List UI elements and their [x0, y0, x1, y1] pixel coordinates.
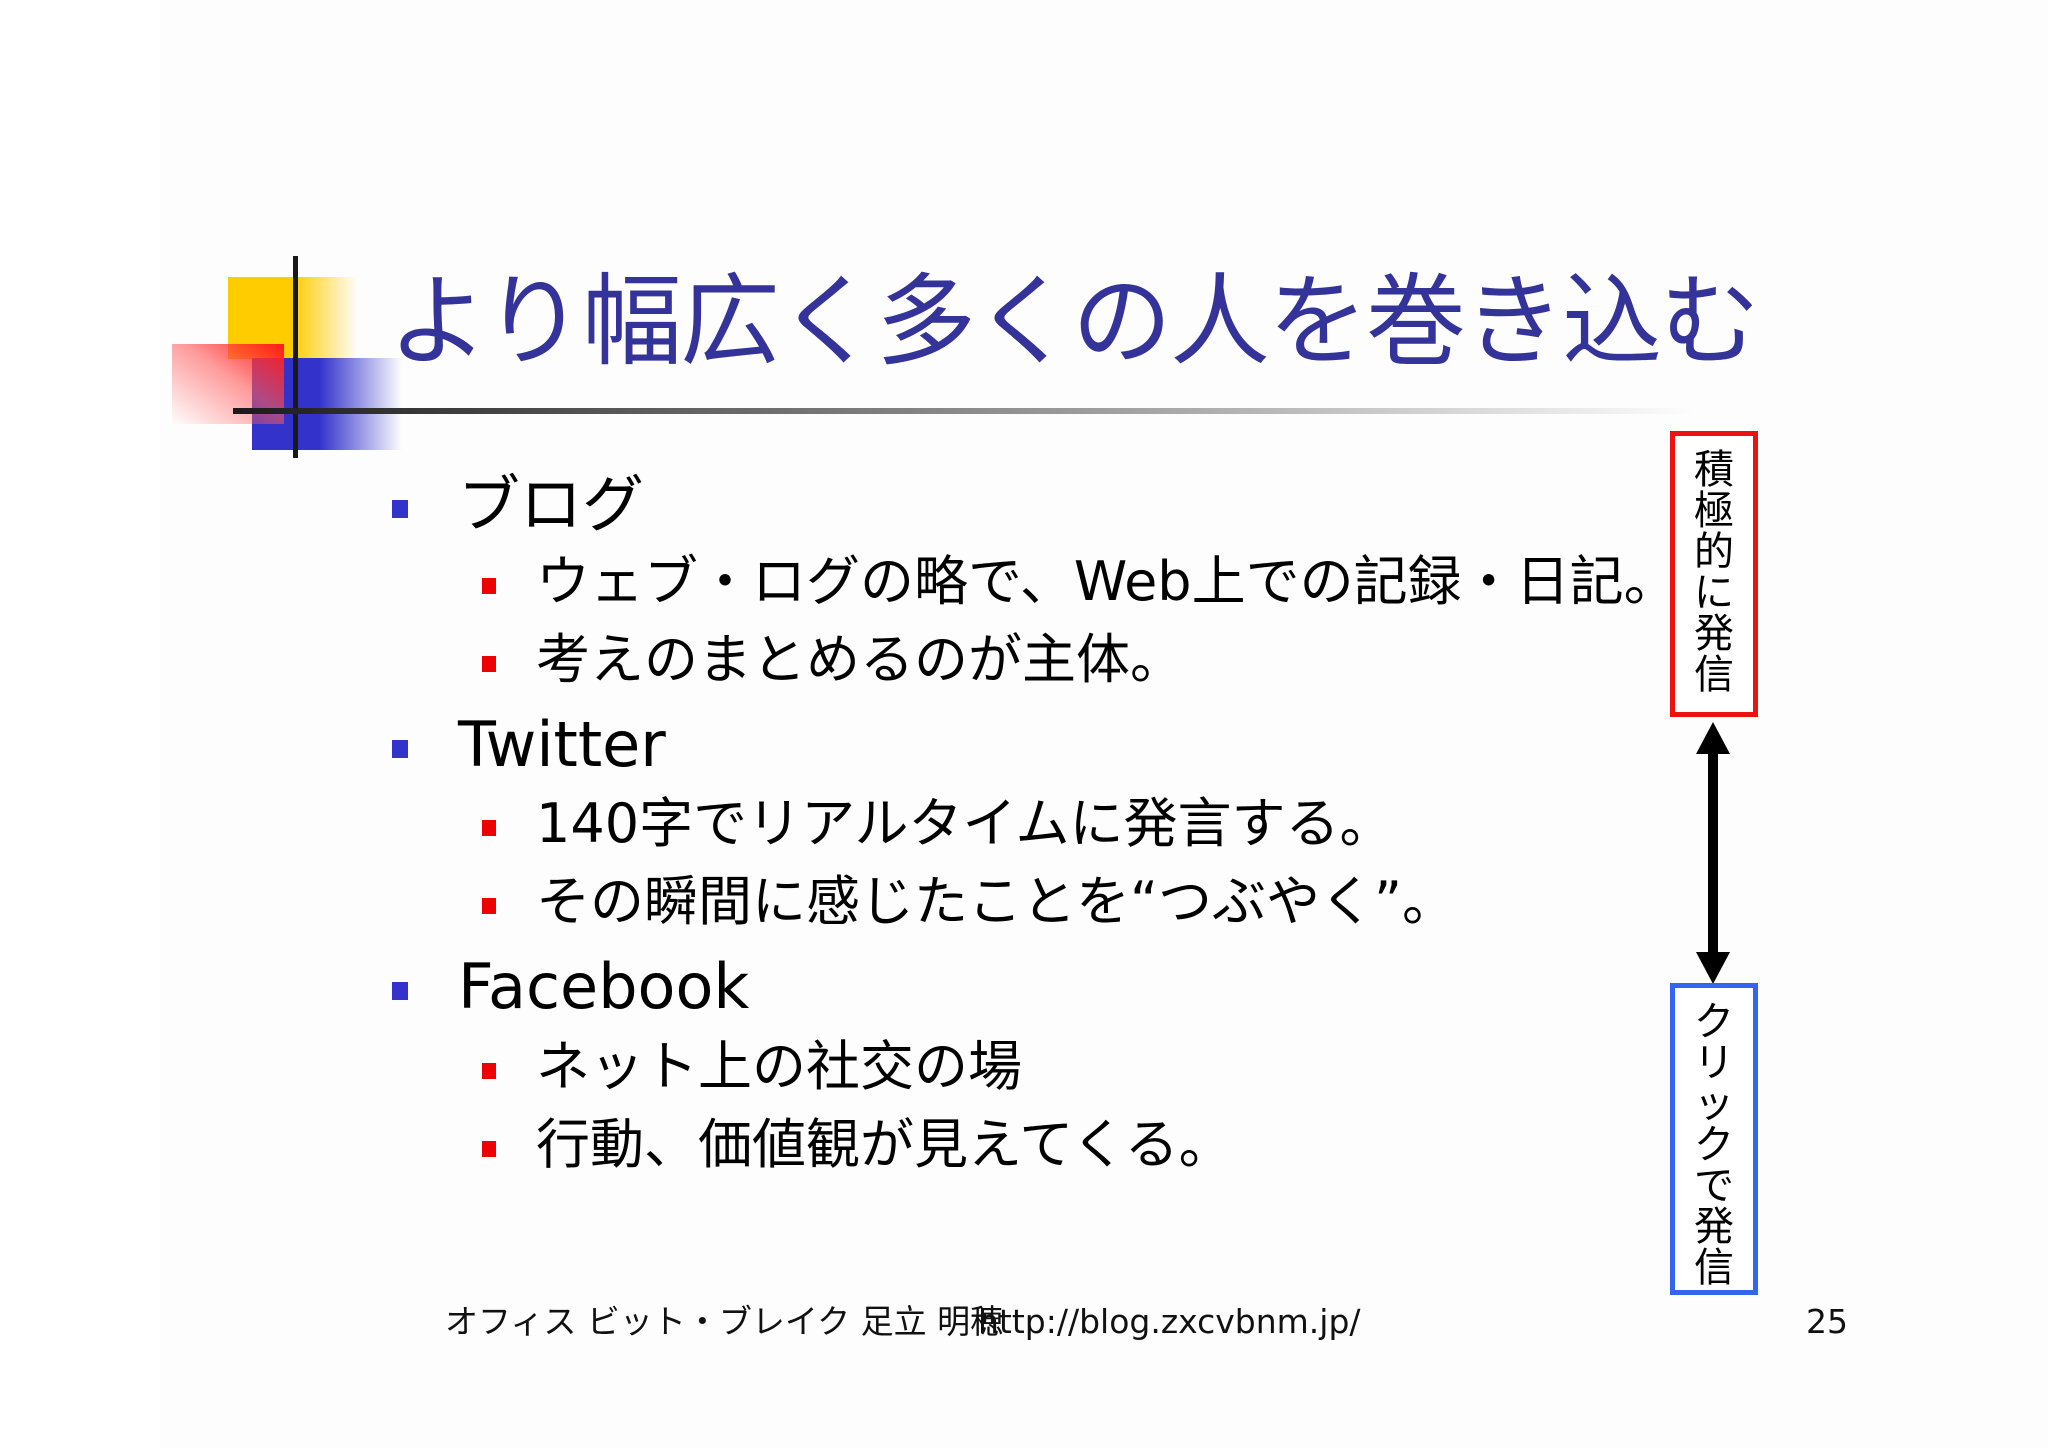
square-bullet-icon [482, 898, 496, 914]
list-item-heading: Facebook [458, 950, 750, 1023]
square-bullet-icon [482, 578, 496, 594]
footer-author: オフィス ビット・ブレイク 足立 明穂 [445, 1302, 1004, 1341]
slide-background [160, 0, 2048, 1447]
vertical-char: 信 [1694, 1245, 1734, 1291]
slide-title: より幅広く多くの人を巻き込む [388, 263, 1760, 380]
vertical-char: ク [1694, 1122, 1734, 1168]
square-bullet-icon [482, 820, 496, 836]
square-bullet-icon [482, 1141, 496, 1157]
vertical-char: 極 [1694, 488, 1734, 534]
square-bullet-icon [392, 740, 408, 758]
square-bullet-icon [482, 656, 496, 672]
list-item-text: 140字でリアルタイムに発言する。 [536, 792, 1394, 855]
square-bullet-icon [392, 982, 408, 1000]
list-item-text: 行動、価値観が見えてくる。 [536, 1113, 1233, 1176]
page-number: 25 [1806, 1302, 1848, 1341]
list-item-text: ウェブ・ログの略で、Web上での記録・日記。 [536, 550, 1678, 613]
list-item-text: 考えのまとめるのが主体。 [536, 628, 1184, 691]
click-posting-box: ク リ ッ ク で 発 信 [1670, 983, 1758, 1295]
vertical-char: ッ [1694, 1081, 1734, 1127]
vertical-line-decoration [293, 256, 298, 458]
vertical-char: で [1694, 1163, 1734, 1209]
list-item-heading: Twitter [458, 708, 666, 781]
vertical-char: 発 [1694, 1204, 1734, 1250]
list-item-text: その瞬間に感じたことを“つぶやく”。 [536, 870, 1456, 933]
title-underline [233, 408, 1693, 414]
square-bullet-icon [482, 1063, 496, 1079]
vertical-char: 信 [1694, 652, 1734, 698]
vertical-char: に [1694, 570, 1734, 616]
proactive-posting-box: 積 極 的 に 発 信 [1670, 431, 1758, 717]
vertical-char: 的 [1694, 529, 1734, 575]
footer-url: http://blog.zxcvbnm.jp/ [978, 1302, 1361, 1341]
list-item-heading: ブログ [458, 468, 645, 541]
list-item-text: ネット上の社交の場 [536, 1035, 1022, 1098]
vertical-char: 積 [1694, 447, 1734, 493]
square-bullet-icon [392, 500, 408, 518]
vertical-char: 発 [1694, 611, 1734, 657]
vertical-char: ク [1694, 999, 1734, 1045]
double-arrow-icon [1696, 722, 1730, 984]
vertical-char: リ [1694, 1040, 1734, 1086]
